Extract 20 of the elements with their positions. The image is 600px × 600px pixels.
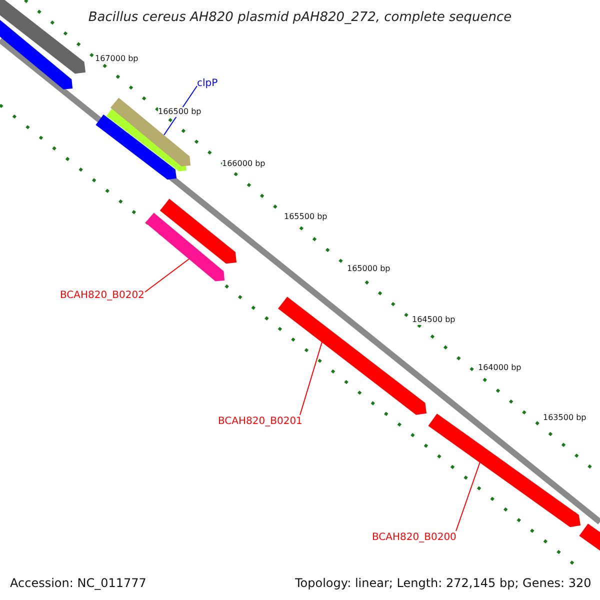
footer-text: Topology: linear; Length: 272,145 bp; Genes: 320 — [295, 576, 592, 590]
position-label: 166000 bp — [222, 159, 266, 169]
leader-line — [300, 342, 322, 416]
gene-label: BCAH820_B0202 — [60, 290, 144, 302]
position-label: 165500 bp — [284, 212, 328, 222]
gene-arrow — [110, 98, 191, 166]
gene-label: BCAH820_B0200 — [372, 532, 456, 544]
position-label: 166500 bp — [158, 107, 202, 117]
gene-label: clpP — [197, 78, 218, 90]
gene-arrow — [145, 212, 225, 282]
footer-text: Accession: NC_011777 — [10, 576, 146, 590]
position-label: 164500 bp — [412, 315, 456, 325]
gene-label: BCAH820_B0201 — [218, 416, 302, 428]
position-label: 167000 bp — [95, 54, 138, 64]
position-label: 165000 bp — [347, 264, 390, 274]
title: Bacillus cereus AH820 plasmid pAH820_272, complete sequence — [87, 10, 513, 26]
leader-line — [144, 258, 190, 292]
leader-line — [456, 462, 480, 532]
position-label: 164000 bp — [478, 363, 522, 373]
position-label: 163500 bp — [543, 413, 586, 423]
